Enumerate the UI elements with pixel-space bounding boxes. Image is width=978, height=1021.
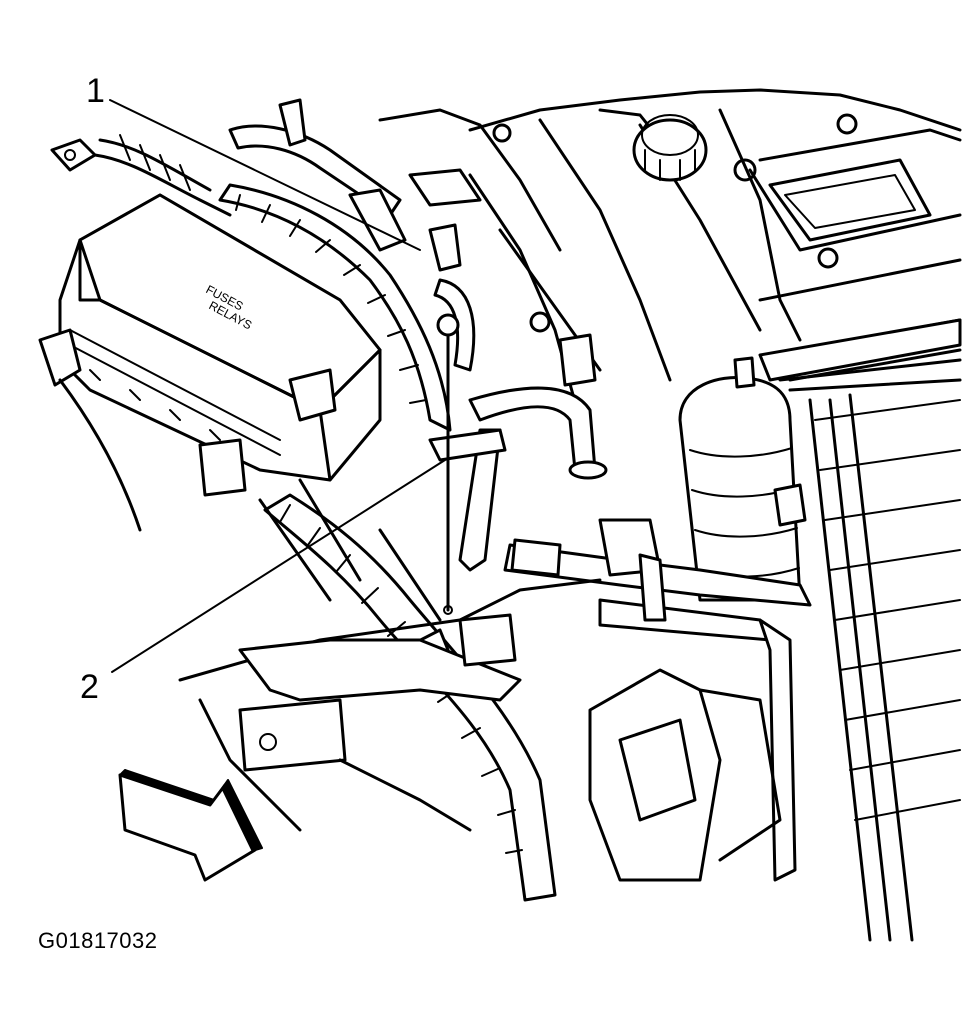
battery-cable <box>50 134 232 217</box>
ground-wire <box>428 313 507 615</box>
underhood-fuse-block: FUSES RELAYS <box>38 193 382 532</box>
heater-hose <box>468 333 608 480</box>
radiator <box>788 348 962 942</box>
figure-id: G01817032 <box>38 928 158 953</box>
callout-2: 2 <box>80 668 99 706</box>
coolant-reservoir <box>678 356 807 602</box>
callout-2-leader <box>111 459 446 673</box>
refrigerant-lines <box>503 518 812 882</box>
front-bracket <box>588 668 782 882</box>
upper-hoses <box>228 98 482 372</box>
wiring-harness-upper <box>218 183 452 432</box>
body-panels <box>178 478 602 832</box>
callout-1-leader <box>109 99 421 251</box>
callout-1: 1 <box>86 72 105 110</box>
front-direction-arrow-icon <box>118 769 263 882</box>
radiator-cap <box>632 114 708 182</box>
